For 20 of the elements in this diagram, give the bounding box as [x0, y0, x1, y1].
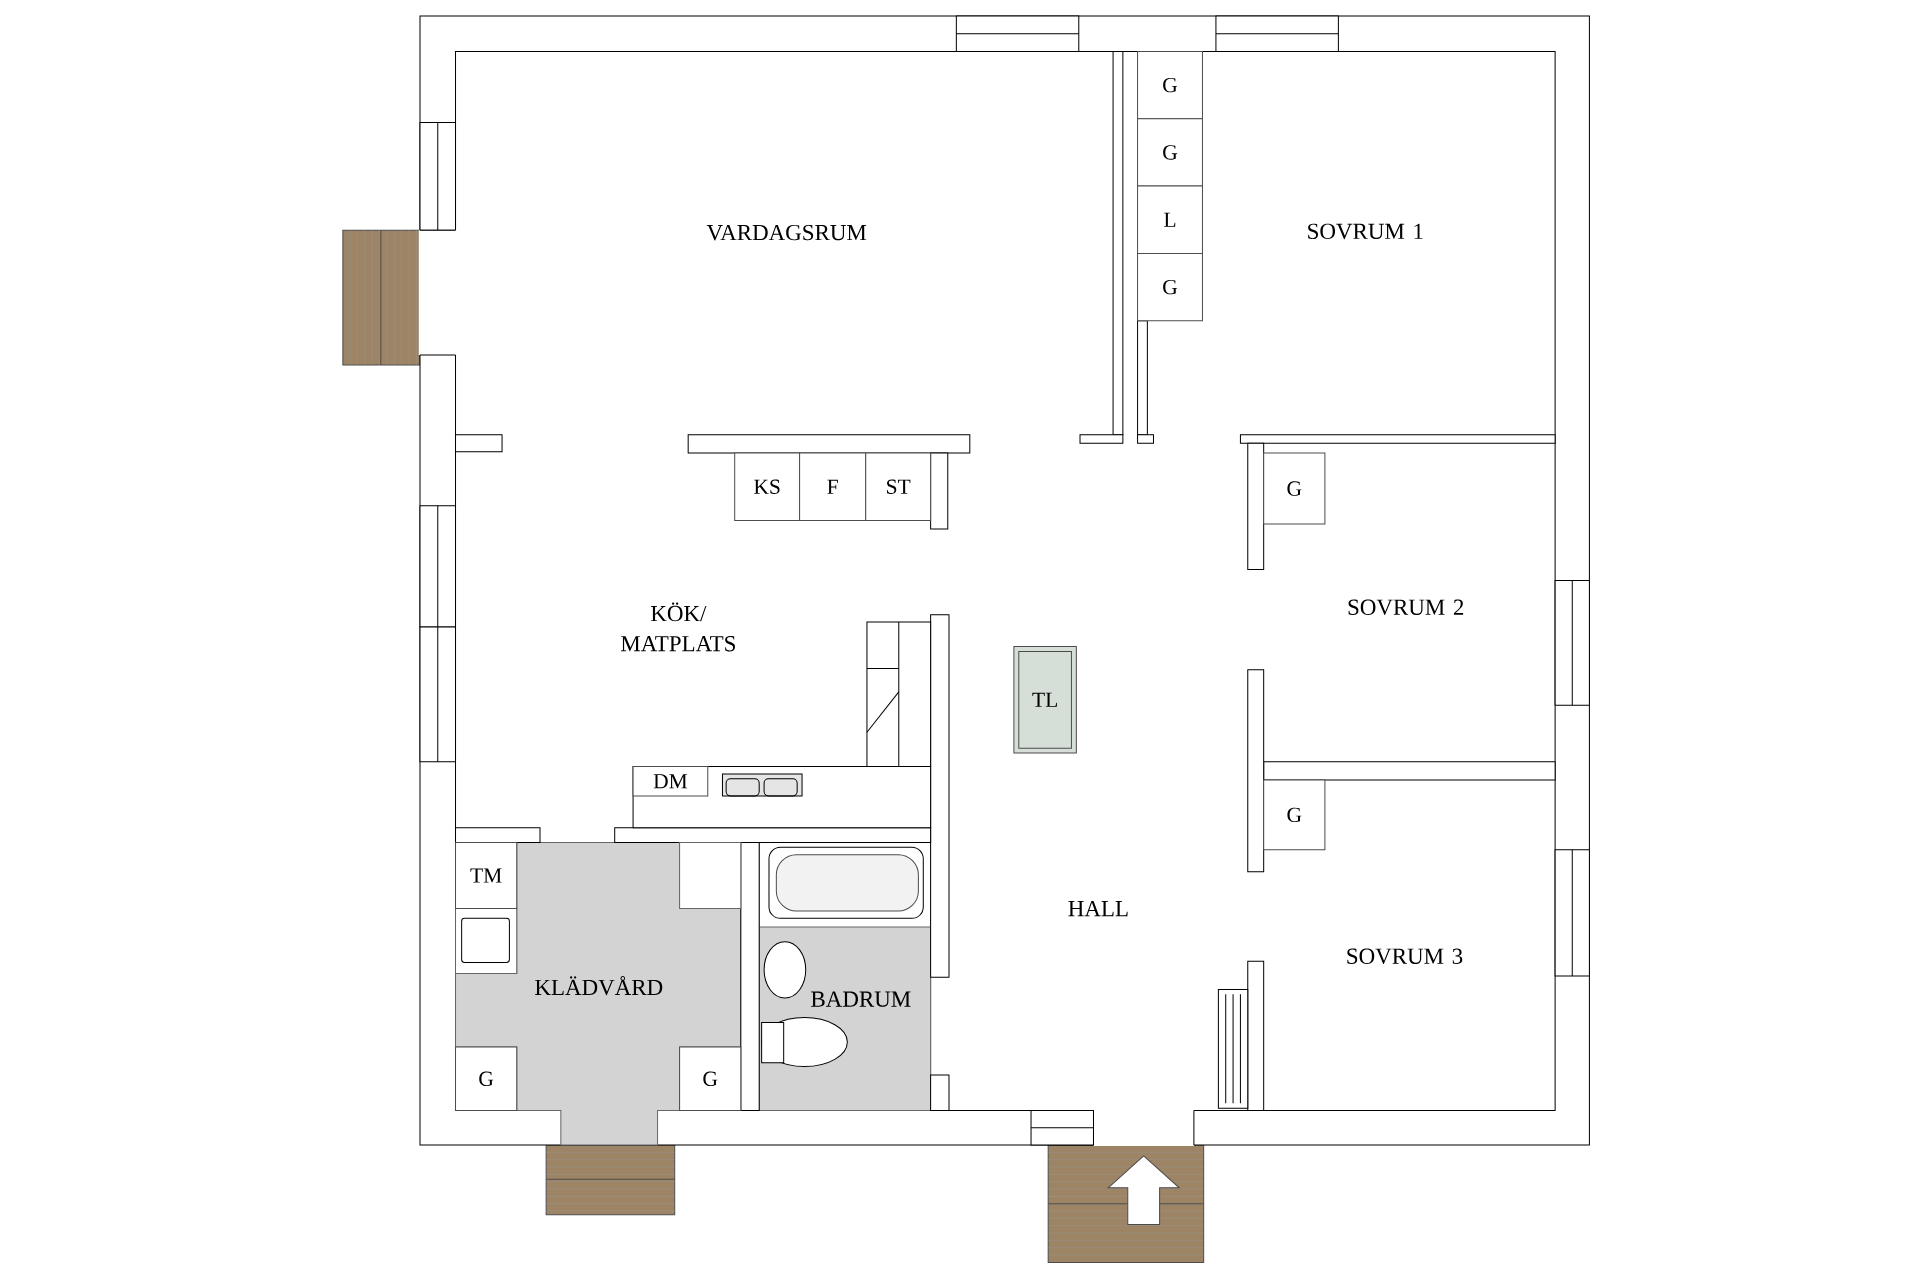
room-label: SOVRUM 3 [1347, 948, 1463, 965]
cabinet-box: G [1137, 118, 1203, 187]
room-label: HALL [1068, 901, 1128, 917]
cabinet-box: G [1137, 51, 1203, 120]
cabinet-box: L [1137, 185, 1203, 255]
cabinet-box: G [1137, 253, 1203, 322]
cabinet-box: TL [1013, 646, 1077, 754]
cabinet-box: G [1263, 452, 1326, 525]
room-label: BADRUM [811, 991, 911, 1008]
cabinet-box: G [679, 1046, 742, 1112]
room-label: SOVRUM 2 [1348, 599, 1464, 616]
cabinet-box: G [1263, 779, 1326, 851]
cabinet-box: DM [632, 766, 709, 797]
room-label: KÖK/ MATPLATS [621, 602, 735, 652]
cabinet-box: KS [734, 452, 801, 522]
room-label: KLÄDVÅRD [535, 976, 663, 996]
cabinet-box: F [799, 452, 867, 522]
room-label: VARDAGSRUM [706, 225, 867, 241]
cabinet-box: G [455, 1046, 518, 1112]
room-label: SOVRUM 1 [1308, 223, 1423, 240]
